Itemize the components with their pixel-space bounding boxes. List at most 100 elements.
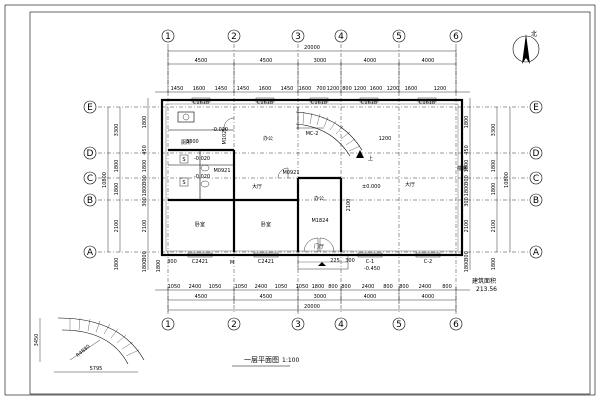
room-label: 门厅 [314, 243, 324, 250]
room-label: 大厅 [405, 181, 415, 188]
axis-label: D [87, 149, 94, 159]
door-label: M [230, 260, 234, 266]
dim-text: 1450 [237, 86, 250, 92]
toilet-fixtures: S S [177, 111, 210, 188]
axis-label: 2 [231, 32, 237, 42]
dim-text: 4500 [195, 294, 208, 300]
inner-frame [29, 11, 591, 395]
top-windows: C1618 C1618 C1618 C1618 C1618 [191, 97, 437, 106]
room-label: 卧室 [261, 221, 271, 228]
north-arrow: 北 [512, 30, 540, 64]
dim-text: 1200 [327, 86, 340, 92]
dim-text: 1800 [142, 160, 148, 173]
axis-label: 1 [165, 32, 171, 42]
right-axis-bubbles: E D C B A [529, 100, 543, 259]
stair-radius-label: R4880 [75, 344, 91, 359]
dim-text: 1800 [142, 184, 148, 197]
dim-text: 3300 [114, 124, 120, 137]
dim-text: 800 [328, 284, 338, 290]
door-label: M1021 [222, 127, 228, 144]
dim-text: 1800 [491, 160, 497, 173]
axis-label: 3 [295, 32, 301, 42]
elevation-label: -0.020 [194, 156, 210, 162]
dim-text: 1800 [464, 260, 470, 273]
dim-text: 4000 [422, 294, 435, 300]
dim-text: 1800 [114, 160, 120, 173]
window-label: C1618 [361, 100, 377, 106]
dim-text: 4500 [195, 58, 208, 64]
drawing-title: 一层平面图 [244, 356, 279, 364]
dim-text: 300 [464, 175, 470, 185]
dim-text: 800 [442, 284, 452, 290]
bottom-axis-bubbles: 1 2 3 4 5 6 [161, 317, 463, 331]
axis-label: C [87, 174, 93, 184]
window-label: C1618 [257, 100, 273, 106]
dim-text: 1600 [299, 86, 312, 92]
dim-text: 1050 [209, 284, 222, 290]
elevation-label: -0.020 [212, 127, 228, 133]
dim-text: 1800 [312, 284, 325, 290]
top-axis-bubbles: 1 2 3 4 5 6 [161, 29, 463, 43]
dim-text: 1200 [354, 86, 367, 92]
dim-text: 1200 [434, 86, 447, 92]
dim-text: 1600 [259, 86, 272, 92]
axis-label: 2 [231, 320, 237, 330]
dim-text: 2100 [142, 220, 148, 233]
dim-text: 10800 [504, 172, 510, 188]
dim-text: 450 [464, 145, 470, 155]
top-dimension-chains: 20000 4500 4500 3000 4000 4000 1450 1600… [155, 45, 470, 95]
curved-stair: 上 1200 [295, 111, 391, 162]
dim-text: 2400 [255, 284, 268, 290]
dim-text: 1800 [464, 116, 470, 129]
step-dim-label: 225 [330, 258, 340, 264]
dim-text: 300 [464, 197, 470, 207]
right-dimension-chains: 1800 450 1800 300 1800 300 2100 300 1800… [464, 98, 511, 273]
stair-detail: 5795 3450 R4880 [34, 317, 145, 373]
dim-text: 300 [464, 251, 470, 261]
axis-label: A [533, 248, 540, 258]
window-label: C2421 [258, 259, 274, 265]
dim-text: 800 [399, 284, 409, 290]
dim-text: 4000 [422, 58, 435, 64]
outer-frame [4, 4, 596, 396]
window-label: C2421 [192, 259, 208, 265]
entrance-doors [223, 117, 335, 253]
step-dim-label: 300 [167, 259, 177, 265]
elevation-label: -0.450 [364, 266, 380, 272]
axis-label: 6 [453, 32, 459, 42]
dim-text: 4500 [260, 58, 273, 64]
dim-text: 2100 [464, 220, 470, 233]
dim-text: 3000 [314, 294, 327, 300]
drawing-scale: 1:100 [282, 357, 299, 364]
room-dim-label: 3300 [186, 139, 199, 145]
dim-text: 2400 [362, 284, 375, 290]
dim-text: 1600 [370, 86, 383, 92]
axis-label: B [87, 196, 93, 206]
axis-label: E [87, 103, 93, 113]
dim-text: 1050 [275, 284, 288, 290]
dim-text: 20000 [304, 45, 320, 51]
dim-text: 1200 [387, 86, 400, 92]
axis-label: 4 [338, 320, 344, 330]
dim-text: 800 [383, 284, 393, 290]
dim-text: 1450 [281, 86, 294, 92]
dim-text: 1600 [405, 86, 418, 92]
dim-text: 300 [142, 175, 148, 185]
axis-label: 5 [396, 32, 402, 42]
dim-text: 1800 [142, 116, 148, 129]
drawing-title-block: 一层平面图 1:100 [232, 356, 299, 367]
dim-text: 4500 [260, 294, 273, 300]
bottom-dimension-chains: 1050 2400 1050 1050 2400 1050 1050 1800 … [155, 284, 470, 314]
dim-text: 1600 [193, 86, 206, 92]
step-dim-label: 1800 [156, 260, 162, 273]
dim-text: 2100 [491, 220, 497, 233]
dim-text: 1050 [235, 284, 248, 290]
dim-text: 20000 [304, 304, 320, 310]
dim-text: 3300 [491, 124, 497, 137]
dim-text: 450 [142, 145, 148, 155]
window-label: C1618 [419, 100, 435, 106]
door-label: M1824 [311, 218, 328, 224]
dim-text: 2100 [114, 220, 120, 233]
room-dim-label: 2100 [346, 199, 352, 212]
